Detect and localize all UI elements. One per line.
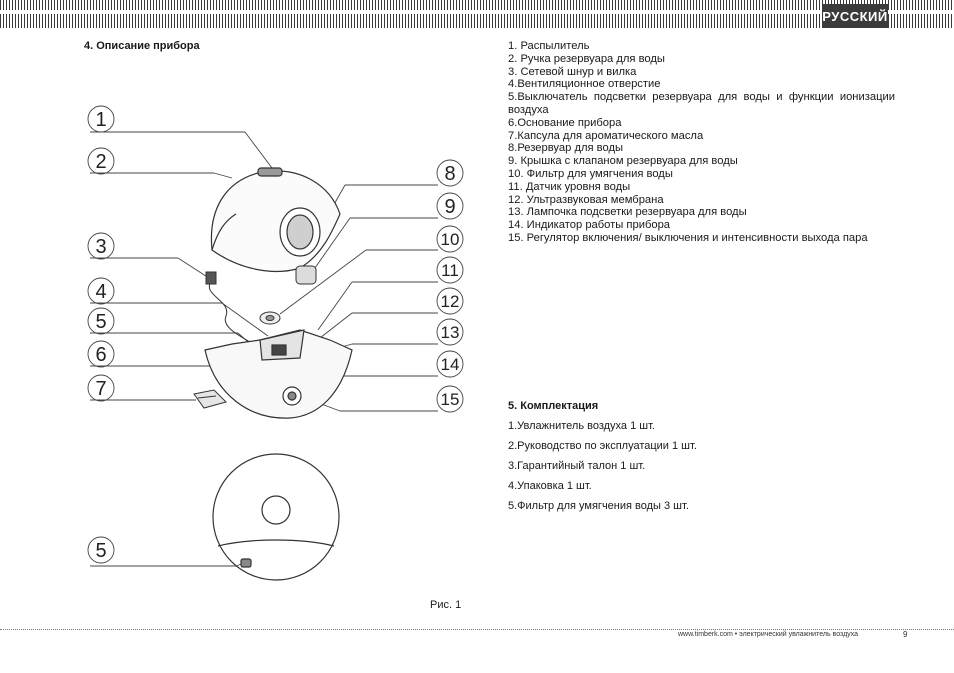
parts-list-item: 3. Сетевой шнур и вилка [508, 65, 637, 78]
parts-list-item: 13. Лампочка подсветки резервуара для во… [508, 206, 747, 219]
package-contents-list: 1.Увлажнитель воздуха 1 шт. 2.Руководств… [508, 420, 697, 520]
parts-list-item: 2. Ручка резервуара для воды [508, 52, 665, 65]
callout-label: 1 [95, 109, 106, 131]
parts-list-item: 4.Вентиляционное отверстие [508, 78, 661, 91]
package-contents-item: 2.Руководство по эксплуатации 1 шт. [508, 440, 697, 452]
parts-list-item: 7.Капсула для ароматического масла [508, 129, 704, 142]
parts-list-item: 6.Основание прибора [508, 116, 622, 129]
figure-caption: Рис. 1 [430, 599, 462, 611]
callout-label: 14 [441, 355, 460, 374]
language-tab: РУССКИЙ [822, 4, 888, 28]
footer-divider [0, 629, 954, 630]
parts-list-item: 1. Распылитель [508, 40, 590, 52]
callout-label: 9 [444, 196, 455, 218]
callout-label: 10 [441, 230, 460, 249]
header-bar-gap [0, 10, 954, 14]
section-title-description: 4. Описание прибора [84, 40, 200, 52]
parts-list: 1. Распылитель 2. Ручка резервуара для в… [508, 40, 895, 245]
package-contents-item: 4.Упаковка 1 шт. [508, 480, 592, 492]
aroma-capsule-drawing [193, 389, 227, 409]
header-decorative-bar [0, 0, 954, 28]
package-contents-item: 1.Увлажнитель воздуха 1 шт. [508, 420, 655, 432]
callout-label: 12 [441, 292, 460, 311]
callout-label: 15 [441, 390, 460, 409]
callout-label: 2 [95, 151, 106, 173]
water-tank-drawing [210, 167, 341, 273]
parts-list-item: 11. Датчик уровня воды [508, 180, 631, 193]
package-contents-item: 3.Гарантийный талон 1 шт. [508, 460, 646, 472]
bottom-view-drawing [212, 453, 340, 581]
parts-list-item: 5.Выключатель подсветки резервуара для в… [508, 91, 895, 116]
page-number: 9 [903, 630, 908, 639]
valve-cap-drawing [295, 265, 317, 285]
callout-label: 5 [95, 540, 106, 562]
callout-label: 7 [95, 378, 106, 400]
callout-label: 11 [441, 261, 459, 280]
parts-list-item: 10. Фильтр для умягчения воды [508, 167, 673, 180]
footer-text: www.timberk.com • электрический увлажнит… [678, 631, 858, 638]
section-title-package-contents: 5. Комплектация [508, 400, 599, 412]
base-unit-drawing [204, 329, 353, 419]
parts-list-item: 9. Крышка с клапаном резервуара для воды [508, 155, 738, 168]
callout-label: 4 [95, 281, 106, 303]
callout-label: 13 [441, 323, 460, 342]
parts-list-item: 8.Резервуар для воды [508, 142, 624, 155]
parts-list-item: 14. Индикатор работы прибора [508, 219, 671, 232]
water-filter-drawing [259, 311, 281, 325]
parts-list-item: 12. Ультразвуковая мембрана [508, 193, 664, 206]
package-contents-item: 5.Фильтр для умягчения воды 3 шт. [508, 500, 689, 512]
callout-label: 3 [95, 236, 106, 258]
callout-label: 8 [444, 163, 455, 185]
callout-label: 6 [95, 344, 106, 366]
callout-label: 5 [95, 311, 106, 333]
parts-list-item: 15. Регулятор включения/ выключения и ин… [508, 231, 868, 244]
